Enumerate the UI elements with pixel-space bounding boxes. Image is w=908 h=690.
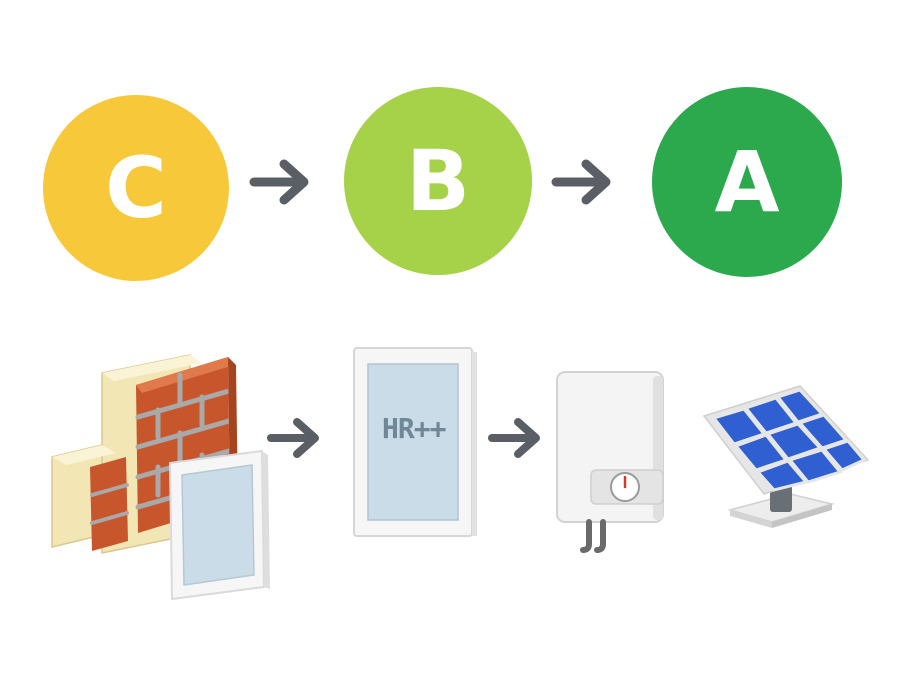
arrow-right-icon [488, 418, 540, 458]
hr-glass-window-icon [353, 347, 477, 537]
energy-label-a-letter: A [714, 133, 780, 231]
energy-label-a: A [652, 87, 842, 277]
energy-label-b: B [344, 87, 532, 275]
glass-label: HR++ [382, 412, 446, 445]
arrow-right-icon [551, 159, 611, 205]
energy-label-c-letter: C [105, 139, 167, 237]
insulation-wall-icon [51, 354, 270, 601]
solar-panel-icon [702, 385, 870, 528]
boiler-icon [556, 371, 664, 553]
arrow-right-icon [249, 159, 309, 205]
arrow-right-icon [267, 418, 319, 458]
energy-label-c: C [43, 95, 229, 281]
energy-label-b-letter: B [405, 132, 471, 230]
